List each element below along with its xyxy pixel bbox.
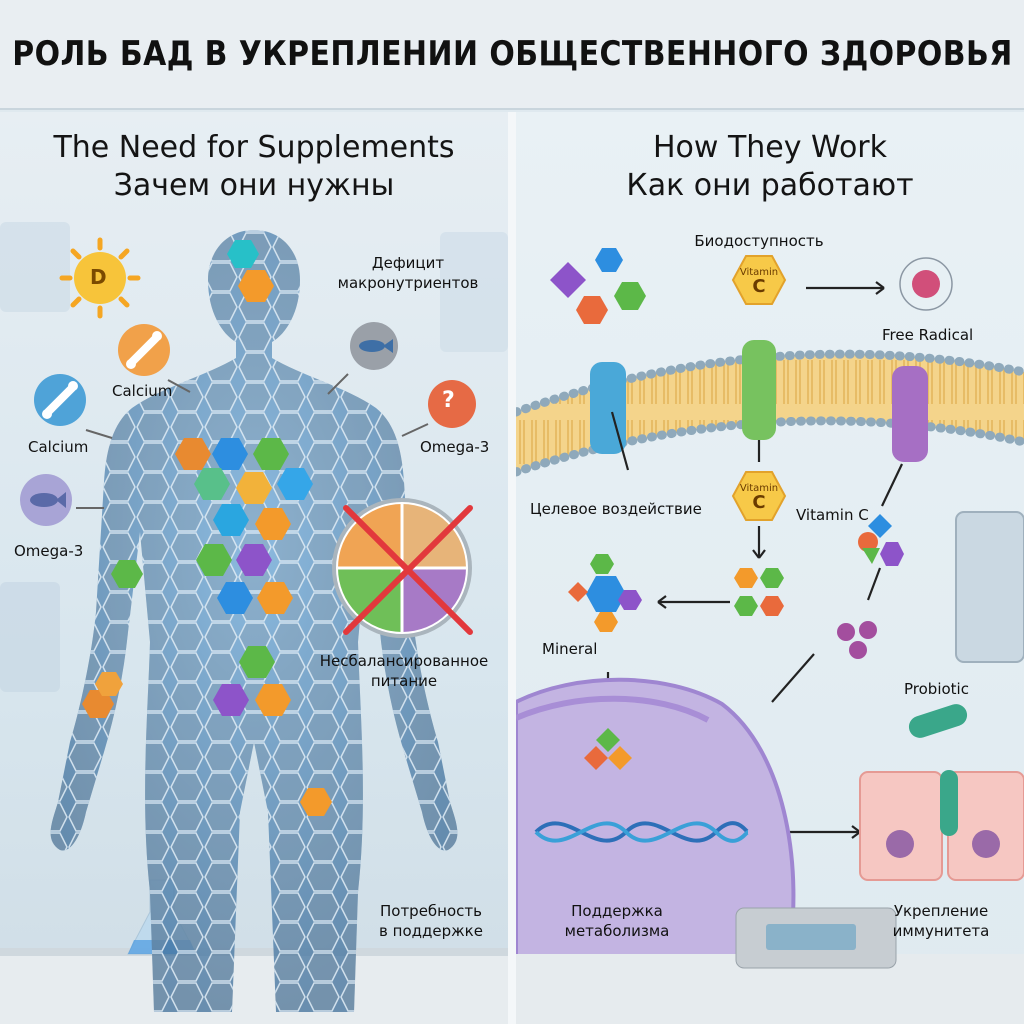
channel-purple [892, 366, 928, 462]
channel-green [742, 340, 776, 440]
unbalanced-plate-icon [332, 498, 473, 638]
metabolism-label-1: Поддержка [571, 902, 663, 920]
mineral-label: Mineral [542, 640, 598, 658]
vitamin-d-sun [59, 237, 141, 319]
immunity-label-2: иммунитета [892, 922, 990, 940]
bioavailability-label: Биодоступность [694, 232, 824, 250]
title-banner: РОЛЬ БАД В УКРЕПЛЕНИИ ОБЩЕСТВЕННОГО ЗДОР… [0, 0, 1024, 110]
nutrient-hexes [82, 240, 332, 816]
right-heading-ru: Как они работают [626, 168, 914, 203]
unbalanced-label-1: Несбалансированное [319, 652, 489, 670]
deficit-label-2: макронутриентов [337, 274, 479, 292]
body-illustration [0, 222, 508, 1024]
mechanism-illustration [516, 248, 1024, 1024]
vitamin-d-label: D [90, 265, 107, 289]
mechanism-panel: How They Work Как они работают Биодоступ… [516, 112, 1024, 1024]
vitamin-badge-top: Vitamin [739, 267, 779, 278]
question-mark: ? [442, 388, 455, 413]
need-panel: The Need for Supplements Зачем они нужны… [0, 112, 508, 1024]
question-icon [428, 380, 476, 428]
vitamin-badge2-letter: C [752, 492, 766, 513]
left-heading-en: The Need for Supplements [53, 130, 455, 165]
left-heading-ru: Зачем они нужны [113, 168, 395, 203]
support-label-1: Потребность [379, 902, 482, 920]
vitamin-c-badge [731, 255, 787, 305]
page-title: РОЛЬ БАД В УКРЕПЛЕНИИ ОБЩЕСТВЕННОГО ЗДОР… [11, 34, 1013, 74]
vitamin-badge-letter: C [752, 276, 766, 297]
unbalanced-label-2: питание [370, 672, 438, 690]
calcium-label-a: Calcium [112, 382, 173, 400]
omega-label-b: Omega-3 [14, 542, 84, 560]
vitamin-c-badge-2 [731, 471, 787, 521]
targeted-label: Целевое воздействие [530, 500, 702, 518]
deficit-label-1: Дефицит [371, 254, 445, 272]
panel-divider [508, 112, 516, 1024]
probiotic-label: Probiotic [904, 680, 969, 698]
vitamin-badge2-top: Vitamin [739, 483, 779, 494]
metabolism-label-2: метаболизма [564, 922, 670, 940]
calcium-label-b: Calcium [28, 438, 89, 456]
support-label-2: в поддержке [379, 922, 483, 940]
immunity-label-1: Укрепление [893, 902, 989, 920]
vitamin-c-label: Vitamin C [796, 506, 869, 524]
omega-label-a: Omega-3 [420, 438, 490, 456]
right-heading-en: How They Work [652, 130, 888, 165]
free-radical-label: Free Radical [882, 326, 974, 344]
pointer-arrows [76, 373, 429, 509]
